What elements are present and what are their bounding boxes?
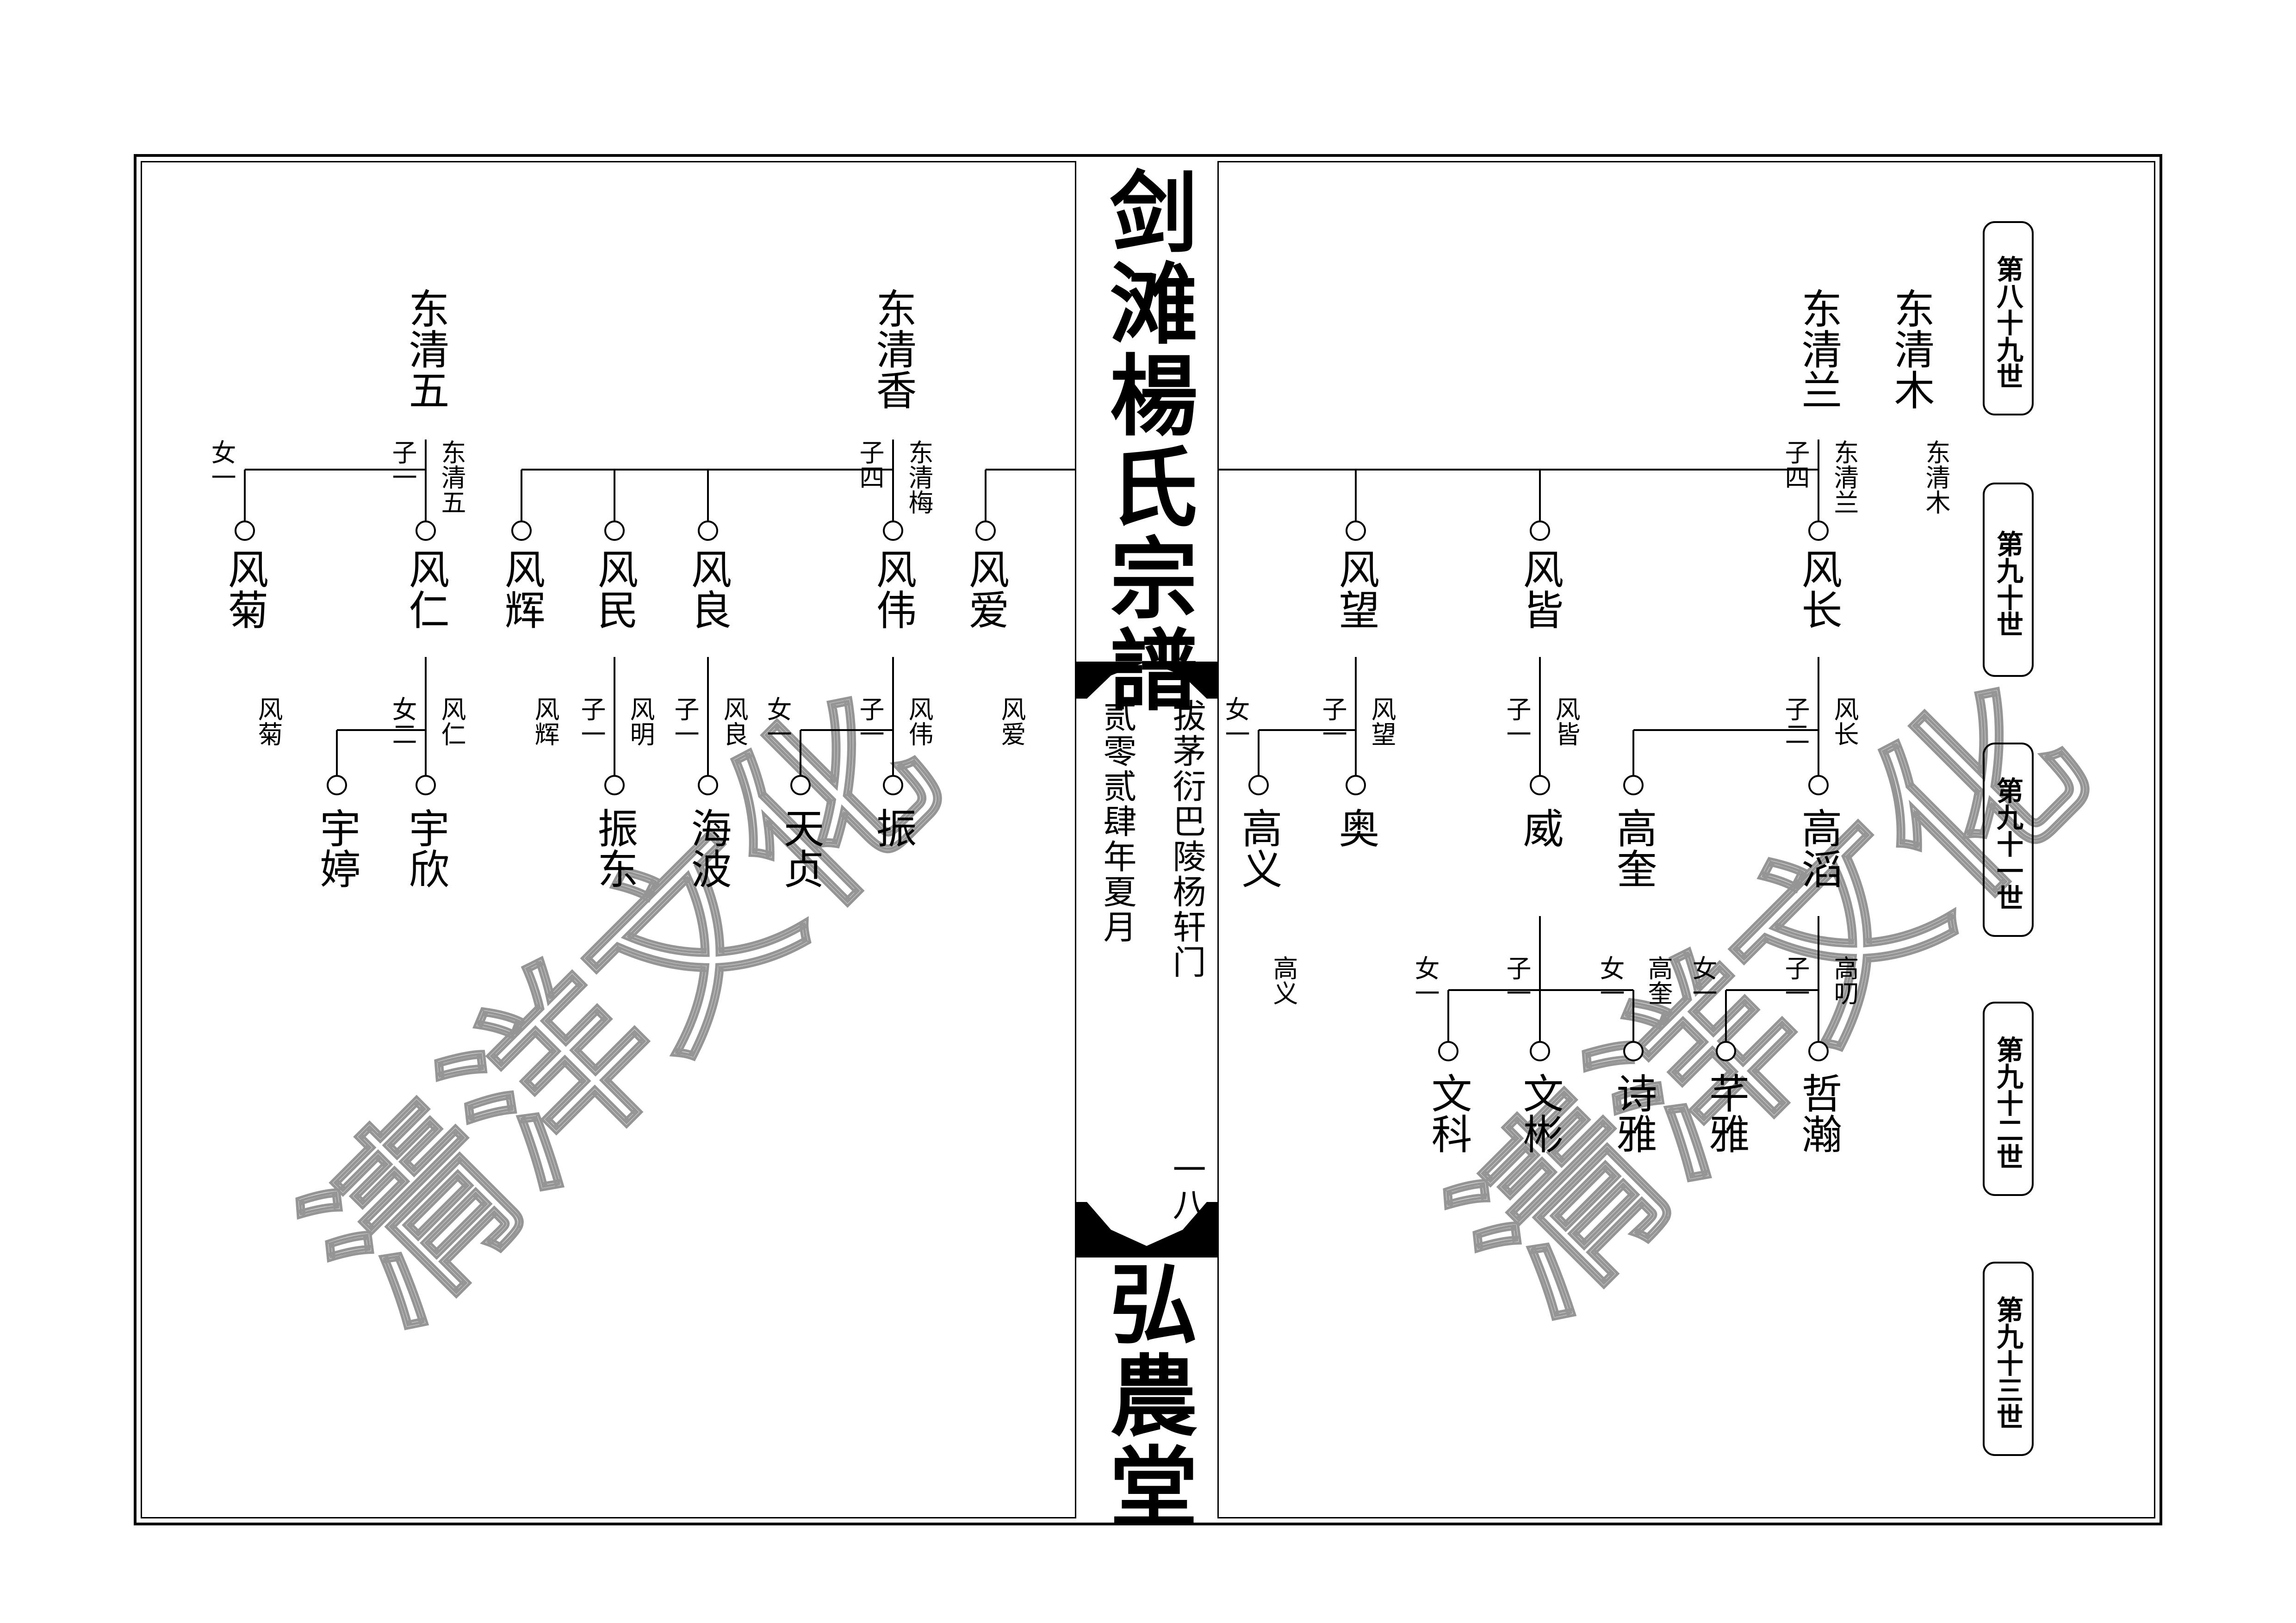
person-name: 奥 xyxy=(1332,807,1380,848)
person-name: 振 xyxy=(869,807,917,848)
ribbon-ornament-bottom xyxy=(1076,1202,1217,1258)
person-name: 风长 xyxy=(1795,548,1843,630)
person-name: 哲瀚 xyxy=(1795,1072,1843,1154)
ribbon-ornament-top xyxy=(1076,662,1217,699)
ribbon-text-left: 贰零贰肆年夏月 xyxy=(1098,699,1136,945)
tag: 风皆 xyxy=(1551,696,1580,746)
rel: 女一 xyxy=(1688,955,1717,1005)
person-name: 风望 xyxy=(1332,548,1380,630)
head-name: 东清香 xyxy=(869,288,917,410)
head-tag: 东清兰 xyxy=(1830,440,1859,514)
rel: 女一 xyxy=(1410,955,1440,1005)
outer-border xyxy=(134,154,2162,1525)
ribbon-text-right: 拔茅衍巴陵杨轩门 xyxy=(1167,699,1206,980)
tag: 风爱 xyxy=(997,696,1026,746)
person-name: 高奎 xyxy=(1610,807,1657,889)
person-name: 风良 xyxy=(684,548,732,630)
person-name: 威 xyxy=(1516,807,1564,848)
tag: 风明 xyxy=(626,696,655,746)
tag: 高叨 xyxy=(1830,955,1859,1005)
person-name: 高滔 xyxy=(1795,807,1843,889)
person-name: 风民 xyxy=(591,548,639,630)
head-rel: 子四 xyxy=(855,440,884,489)
head-tag: 东清梅 xyxy=(904,440,933,514)
person-name: 风伟 xyxy=(869,548,917,630)
tag: 风良 xyxy=(719,696,748,746)
person-name: 高义 xyxy=(1235,807,1283,889)
rel: 子一 xyxy=(1502,696,1531,746)
person-name: 风仁 xyxy=(402,548,450,630)
rel: 子一 xyxy=(1318,696,1347,746)
tag: 风长 xyxy=(1830,696,1859,746)
rel: 子一 xyxy=(1781,955,1810,1005)
person-name: 天贞 xyxy=(777,807,825,889)
person-name: 风爱 xyxy=(962,548,1010,630)
head-rel: 子一 xyxy=(388,440,417,489)
rel: 子二 xyxy=(1781,696,1810,746)
person-name: 风菊 xyxy=(221,548,269,630)
person-name: 文彬 xyxy=(1516,1072,1564,1154)
generation-93-label: 第九十三世 xyxy=(1983,1262,2034,1456)
person-name: 风皆 xyxy=(1516,548,1564,630)
rel: 子一 xyxy=(1502,955,1531,1005)
person-name: 海波 xyxy=(684,807,732,889)
person-name: 宇欣 xyxy=(402,807,450,889)
person-name: 诗雅 xyxy=(1610,1072,1657,1154)
generation-89-label: 第八十九世 xyxy=(1983,221,2034,415)
tag: 高义 xyxy=(1269,955,1298,1005)
generation-92-label: 第九十二世 xyxy=(1983,1002,2034,1196)
rel: 女一 xyxy=(763,696,792,746)
person-name: 振东 xyxy=(591,807,639,889)
generation-91-label: 第九十一世 xyxy=(1983,743,2034,937)
person-name: 文科 xyxy=(1425,1072,1472,1154)
rel: 子一 xyxy=(855,696,884,746)
generation-90-label: 第九十世 xyxy=(1983,483,2034,677)
rel: 女一 xyxy=(1221,696,1250,746)
tag: 风仁 xyxy=(437,696,466,746)
tag: 风辉 xyxy=(530,696,559,746)
person-name: 宇婷 xyxy=(313,807,361,889)
head-name: 东清木 xyxy=(1887,288,1935,410)
head-name: 东清五 xyxy=(402,288,450,410)
rel: 子一 xyxy=(670,696,699,746)
person-name: 芊雅 xyxy=(1702,1072,1750,1154)
head-rel-female: 女一 xyxy=(207,440,236,489)
head-tag: 东清木 xyxy=(1921,440,1950,514)
rel: 女一 xyxy=(1595,955,1625,1005)
tag: 风菊 xyxy=(254,696,283,746)
tag: 风望 xyxy=(1367,696,1396,746)
spine-title: 剑滩楊氏宗譜 xyxy=(1095,167,1198,716)
person-name: 风辉 xyxy=(498,548,546,630)
rel: 女二 xyxy=(388,696,417,746)
hall-name: 弘農堂 xyxy=(1095,1258,1198,1533)
head-rel: 子四 xyxy=(1781,440,1810,489)
tag: 高奎 xyxy=(1644,955,1673,1005)
tag: 风伟 xyxy=(904,696,933,746)
spine xyxy=(1075,161,1219,1518)
head-name: 东清兰 xyxy=(1795,288,1843,410)
rel: 子一 xyxy=(577,696,606,746)
head-tag: 东清五 xyxy=(437,440,466,514)
